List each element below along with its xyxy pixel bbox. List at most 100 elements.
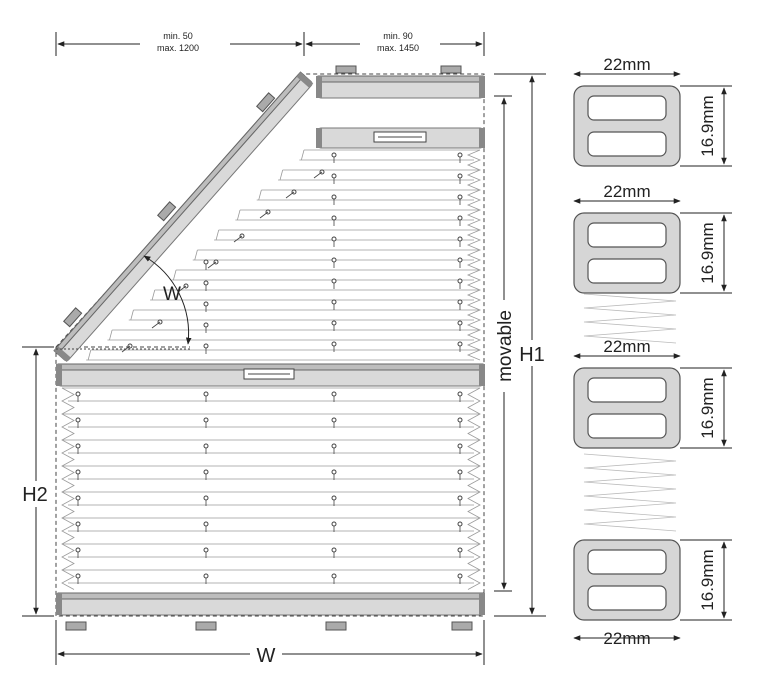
cord-hole: [331, 391, 337, 397]
cord-hole: [331, 320, 337, 326]
cord-hole: [457, 257, 463, 263]
cord-hole: [457, 278, 463, 284]
top-head-rail: [316, 65, 485, 99]
bracket-bottom-1: [65, 621, 87, 631]
cord-hole: [331, 173, 337, 179]
bracket-top-2: [440, 65, 462, 74]
movable-label: movable: [495, 310, 516, 382]
profile-channel-top: [587, 222, 667, 248]
cord-hole: [457, 417, 463, 423]
pleat-fold: [109, 329, 113, 341]
w-label: W: [257, 645, 276, 667]
profile-2: 22mm 16.9mm: [573, 182, 732, 294]
fabric-zigzag: [583, 453, 677, 532]
profile-channel-top: [587, 95, 667, 121]
cord-hole: [331, 278, 337, 284]
cord-hole: [331, 443, 337, 449]
pleat-fold: [258, 189, 262, 201]
cord-hole: [457, 299, 463, 305]
cord-hole: [331, 521, 337, 527]
profile-width-label: 22mm: [603, 629, 650, 648]
cord-hole: [203, 301, 209, 307]
cord-hole: [457, 547, 463, 553]
cord-hole: [203, 547, 209, 553]
cord-hole: [457, 573, 463, 579]
cord-hole: [203, 322, 209, 328]
cord-hole: [331, 236, 337, 242]
profile-height-label: 16.9mm: [698, 95, 717, 156]
profile-channel-top: [587, 549, 667, 575]
cord-hole: [457, 521, 463, 527]
cord-hole: [331, 573, 337, 579]
cord-hole: [457, 173, 463, 179]
profile-height-label: 16.9mm: [698, 549, 717, 610]
pleat-fold: [173, 269, 177, 281]
angled-rail: [53, 71, 314, 362]
cord-hole: [203, 521, 209, 527]
lower-pleat-fabric: [61, 387, 481, 590]
bracket-angle-1: [62, 307, 83, 328]
cord-hole: [203, 495, 209, 501]
profile-width-label: 22mm: [603, 337, 650, 356]
cord-hole: [331, 194, 337, 200]
cord-hole: [203, 443, 209, 449]
cord-hole: [75, 417, 81, 423]
cord-line: [259, 211, 269, 219]
profile-height-label: 16.9mm: [698, 222, 717, 283]
bottom-rail: [56, 592, 485, 631]
cord-hole: [331, 299, 337, 305]
cord-hole: [457, 469, 463, 475]
h1-label: H1: [519, 344, 545, 366]
cord-hole: [457, 320, 463, 326]
pleat-fold: [300, 149, 305, 161]
cord-line: [207, 261, 217, 269]
cord-hole: [203, 391, 209, 397]
cord-hole: [331, 341, 337, 347]
pleat-fold: [130, 309, 134, 321]
h2-dimension: H2: [18, 346, 54, 617]
cord-hole: [75, 573, 81, 579]
rail-profiles: 22mm 16.9mm 22mm 16.9mm 22mm 16.9mm 22mm 16.9mm: [573, 55, 732, 648]
profile-width-label: 22mm: [603, 182, 650, 201]
profile-height-label: 16.9mm: [698, 377, 717, 438]
cord-hole: [203, 417, 209, 423]
cord-hole: [75, 391, 81, 397]
angle-indicator: W: [56, 255, 192, 350]
cord-hole: [457, 391, 463, 397]
middle-rail: [56, 363, 485, 387]
cord-hole: [457, 443, 463, 449]
cord-hole: [457, 194, 463, 200]
cord-line: [285, 191, 295, 199]
pleat-edge-left: [61, 387, 75, 590]
bracket-bottom-4: [451, 621, 473, 631]
top-right-dimension: min. 90 max. 1450: [305, 30, 485, 56]
fabric-zigzag: [583, 293, 677, 344]
cord-hole: [331, 257, 337, 263]
cord-hole: [75, 521, 81, 527]
profile-1: 22mm 16.9mm: [573, 55, 732, 167]
pleat-fold: [194, 249, 198, 261]
top-right-min-label: min. 90: [383, 31, 413, 41]
cord-hole: [203, 343, 209, 349]
cord-hole: [457, 152, 463, 158]
cord-hole: [457, 341, 463, 347]
profile-4: 22mm 16.9mm: [573, 539, 732, 648]
cord-hole: [203, 259, 209, 265]
cord-hole: [203, 469, 209, 475]
cord-hole: [203, 280, 209, 286]
bracket-bottom-3: [325, 621, 347, 631]
bracket-angle-2: [156, 201, 177, 222]
top-right-max-label: max. 1450: [377, 43, 419, 53]
pleat-fold: [279, 169, 284, 181]
movable-dimension: movable: [490, 95, 518, 592]
pleat-edge-right: [466, 149, 482, 361]
cord-hole: [331, 215, 337, 221]
cord-hole: [331, 152, 337, 158]
cord-hole: [75, 469, 81, 475]
profile-width-label: 22mm: [603, 55, 650, 74]
profile-channel-bottom: [587, 413, 667, 439]
cord-hole: [203, 573, 209, 579]
cord-hole: [331, 495, 337, 501]
profile-3: 22mm 16.9mm: [573, 337, 732, 449]
profile-channel-bottom: [587, 131, 667, 157]
